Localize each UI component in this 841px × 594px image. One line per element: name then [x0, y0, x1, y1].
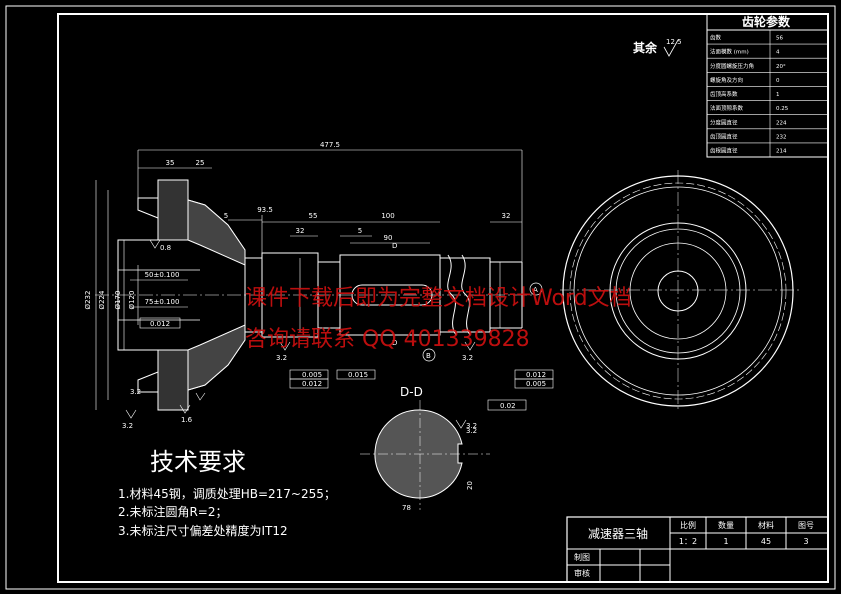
gear-param-value: 214: [776, 148, 787, 154]
svg-text:1: 1: [723, 537, 728, 546]
svg-text:0.005: 0.005: [302, 371, 322, 379]
svg-text:0.015: 0.015: [348, 371, 368, 379]
svg-text:0.8: 0.8: [160, 244, 171, 252]
dim-dia170: Ø170: [114, 291, 122, 310]
shaft-drawing: [95, 179, 535, 411]
tech-item-1: 1.材料45钢，调质处理HB=217~255；: [118, 487, 336, 501]
side-view: [560, 170, 800, 412]
svg-text:A: A: [533, 286, 538, 294]
svg-text:3.2: 3.2: [276, 354, 287, 362]
dim-90: 90: [384, 234, 393, 242]
section-mark-d-top: D: [392, 242, 397, 250]
svg-text:3: 3: [803, 537, 808, 546]
gear-param-label: 齿根圆直径: [710, 146, 738, 154]
svg-text:B: B: [426, 352, 431, 360]
dim-93-5: 93.5: [257, 206, 273, 214]
gear-table-title: 齿轮参数: [742, 14, 791, 29]
dim-55: 55: [309, 212, 318, 220]
roughness-note-label: 其余: [633, 40, 658, 55]
svg-text:3.2: 3.2: [130, 388, 141, 396]
datum-a: A: [529, 282, 543, 296]
dim-dia224: Ø224: [98, 290, 106, 309]
gear-param-value: 20°: [776, 64, 786, 70]
svg-text:78: 78: [402, 504, 411, 512]
svg-text:0.02: 0.02: [500, 402, 516, 410]
tech-item-2: 2.未标注圆角R=2；: [118, 504, 227, 519]
dim-100: 100: [381, 212, 394, 220]
roughness-symbol-icon: [663, 39, 679, 57]
dim-overall: 477.5: [320, 141, 340, 149]
dim-dia232: Ø232: [84, 291, 92, 310]
svg-text:3.2: 3.2: [466, 427, 477, 435]
roughness-values: 0.8 3.2 1.6 3.2 3.2 3.2 3.2: [122, 244, 477, 435]
inner-border: [57, 13, 829, 583]
section-mark-d-bottom: D: [392, 339, 397, 347]
outer-border: [5, 5, 836, 590]
dimension-texts: 477.5 35 25 5 93.5 55 100 32 32 5 90 Ø23…: [84, 141, 510, 347]
datum-b: B: [422, 348, 436, 362]
gear-param-value: 0.25: [776, 106, 789, 112]
svg-text:比例: 比例: [680, 520, 696, 530]
technical-requirements: 技术要求 1.材料45钢，调质处理HB=217~255； 2.未标注圆角R=2；…: [118, 448, 336, 538]
roughness-note: 其余 12.5: [633, 38, 682, 57]
tolerance-values: 0.012 0.005 0.012 0.015 0.012 0.005 0.02: [150, 320, 546, 410]
svg-text:0.005: 0.005: [526, 380, 546, 388]
dim-25: 25: [196, 159, 205, 167]
svg-text:1：2: 1：2: [679, 537, 697, 546]
drawing-name: 减速器三轴: [588, 526, 648, 541]
dim-32a: 32: [296, 227, 305, 235]
dim-5a: 5: [224, 212, 228, 220]
dim-32b: 32: [502, 212, 511, 220]
svg-text:3.2: 3.2: [466, 422, 477, 430]
title-block: [566, 516, 829, 583]
title-block-text: 减速器三轴 比例 数量 材料 图号 1：2 1 45 3 制图 审核: [574, 520, 814, 578]
svg-text:0.012: 0.012: [526, 371, 546, 379]
gear-param-value: 56: [776, 36, 783, 42]
section-d-d: D-D 78 20 3.2: [360, 385, 490, 512]
svg-text:审核: 审核: [574, 568, 590, 578]
tech-item-3: 3.未标注尺寸偏差处精度为IT12: [118, 523, 288, 538]
svg-text:1.6: 1.6: [181, 416, 193, 424]
gear-param-value: 4: [776, 50, 780, 56]
dim-35: 35: [166, 159, 175, 167]
svg-text:3.2: 3.2: [462, 354, 473, 362]
gear-param-value: 232: [776, 134, 787, 140]
dim-50: 50±0.100: [145, 271, 180, 279]
dim-75: 75±0.100: [145, 298, 180, 306]
gear-parameter-table: 齿轮参数 齿数 56 法面模数 (mm) 4 分度圆螺旋压力角 20° 螺旋角及方向 0 齿顶高…: [706, 13, 829, 158]
dim-5b: 5: [358, 227, 362, 235]
svg-text:3.2: 3.2: [122, 422, 133, 430]
svg-text:制图: 制图: [574, 552, 590, 562]
tech-heading: 技术要求: [150, 448, 246, 476]
watermark-line2: 咨询请联系 QQ 401339828: [245, 327, 530, 352]
gear-param-label: 分度圆直径: [710, 118, 738, 126]
svg-text:45: 45: [761, 537, 771, 546]
dimension-lines: [95, 149, 523, 410]
svg-text:20: 20: [466, 481, 474, 490]
watermark: 课件下载后即为完整文档设计Word文档 咨询请联系 QQ 401339828: [245, 286, 632, 352]
gear-param-label: 螺旋角及方向: [710, 76, 743, 84]
svg-text:0.012: 0.012: [302, 380, 322, 388]
dim-dia120: Ø120: [128, 291, 136, 310]
gear-param-label: 齿数: [710, 34, 722, 42]
gear-param-value: 224: [776, 120, 787, 126]
svg-text:0.012: 0.012: [150, 320, 170, 328]
gear-param-value: 1: [776, 92, 780, 98]
gear-param-label: 法面模数 (mm): [710, 48, 749, 56]
section-title: D-D: [400, 385, 423, 399]
gear-param-label: 法面顶隙系数: [710, 104, 744, 112]
gear-param-label: 分度圆螺旋压力角: [710, 62, 754, 70]
svg-text:材料: 材料: [758, 520, 774, 530]
roughness-note-value: 12.5: [666, 38, 682, 46]
svg-text:数量: 数量: [718, 520, 734, 530]
tolerance-frames: [139, 317, 554, 411]
roughness-marks: [125, 239, 476, 429]
gear-param-label: 齿顶高系数: [710, 90, 738, 98]
svg-text:图号: 图号: [798, 521, 814, 530]
gear-param-value: 0: [776, 78, 780, 84]
watermark-line1: 课件下载后即为完整文档设计Word文档: [245, 286, 632, 311]
gear-param-label: 齿顶圆直径: [710, 132, 738, 140]
